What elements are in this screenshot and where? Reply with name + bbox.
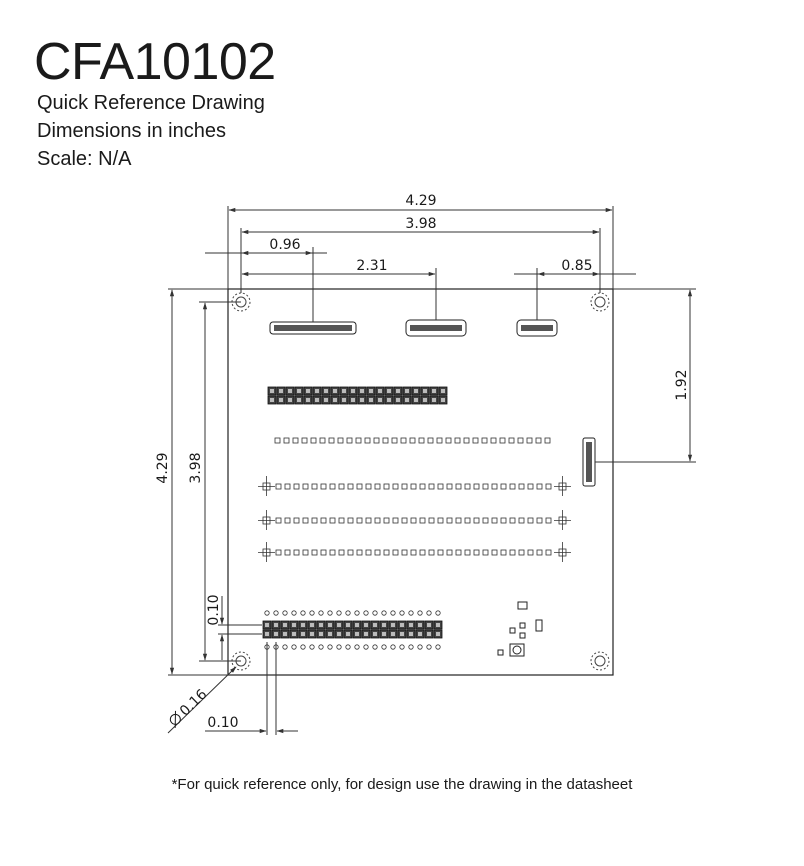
dim-hole-spacing-width: 3.98 (405, 216, 436, 232)
dimension-lines (167, 206, 696, 735)
dim-hole-spacing-height: 3.98 (188, 452, 204, 483)
pin-headers (258, 386, 571, 650)
subtitle-drawing-type: Quick Reference Drawing (37, 92, 265, 114)
fpc-connector-1 (269, 321, 357, 335)
mounting-hole-bottom-right (590, 651, 610, 671)
mounting-hole-top-right (590, 292, 610, 312)
subtitle-units: Dimensions in inches (37, 120, 226, 142)
diameter-symbol-icon (169, 710, 181, 728)
svg-text:0.16: 0.16 (177, 686, 211, 719)
dim-side-conn-offset: 1.92 (674, 369, 690, 400)
board-outline (227, 288, 614, 676)
dim-overall-height: 4.29 (155, 452, 171, 483)
dim-conn3-offset: 0.85 (561, 258, 592, 274)
page-title: CFA10102 (34, 33, 276, 91)
dim-hole-diameter: 0.16 (169, 686, 211, 728)
dim-overall-width: 4.29 (405, 193, 436, 209)
small-components (497, 601, 543, 657)
subtitle-scale: Scale: N/A (37, 148, 132, 170)
dim-header-offset-y: 0.10 (206, 594, 222, 625)
fpc-connector-2 (405, 319, 467, 337)
footer-note: *For quick reference only, for design us… (171, 776, 633, 793)
dim-conn1-offset: 0.96 (269, 237, 300, 253)
side-fpc-connector (582, 437, 596, 487)
dim-header-offset-x: 0.10 (207, 715, 238, 731)
dim-conn2-offset: 2.31 (356, 258, 387, 274)
fpc-connector-3 (516, 319, 558, 337)
